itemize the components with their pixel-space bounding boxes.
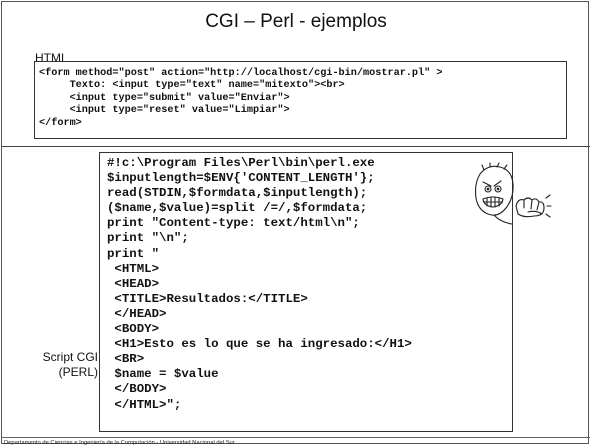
perl-code-line: <BODY> — [107, 322, 160, 337]
perl-code-line: ($name,$value)=split /=/,$formdata; — [107, 201, 368, 216]
html-code-block: <form method="post" action="http://local… — [34, 61, 567, 139]
perl-code-line: print "Content-type: text/html\n"; — [107, 216, 360, 231]
html-code-line: <input type="reset" value="Limpiar"> — [39, 105, 290, 117]
script-label-line: (PERL) — [58, 365, 98, 379]
perl-code-line: print "\n"; — [107, 231, 189, 246]
html-code-line: Texto: <input type="text" name="mitexto"… — [39, 80, 345, 92]
perl-code-block: #!c:\Program Files\Perl\bin\perl.exe $in… — [99, 152, 513, 432]
html-code-line: <input type="submit" value="Enviar"> — [39, 92, 290, 104]
perl-code-line: </HEAD> — [107, 306, 167, 321]
perl-code-line: <TITLE>Resultados:</TITLE> — [107, 291, 308, 306]
perl-code-line: $name = $value — [107, 367, 219, 382]
perl-code-line: <HTML> — [107, 261, 160, 276]
slide-title: CGI – Perl - ejemplos — [205, 11, 387, 32]
section-divider — [2, 146, 590, 147]
perl-code-line: $inputlength=$ENV{'CONTENT_LENGTH'}; — [107, 171, 375, 186]
script-cgi-label: Script CGI (PERL) — [38, 350, 98, 380]
perl-code-line: print " — [107, 246, 160, 261]
rage-face-icon — [466, 162, 552, 230]
perl-code-line: read(STDIN,$formdata,$inputlength); — [107, 186, 368, 201]
footer-divider — [2, 437, 590, 438]
script-label-line: Script CGI — [42, 350, 98, 364]
perl-code-line: </HTML>"; — [107, 397, 182, 412]
perl-code-line: <HEAD> — [107, 276, 160, 291]
perl-code-line: </BODY> — [107, 382, 167, 397]
html-code-line: <form method="post" action="http://local… — [39, 68, 443, 79]
perl-code-line: <BR> — [107, 352, 145, 367]
html-code-line: </form> — [39, 117, 82, 129]
perl-code-line: <H1>Esto es lo que se ha ingresado:</H1> — [107, 337, 412, 352]
perl-code-line: #!c:\Program Files\Perl\bin\perl.exe — [107, 156, 375, 170]
footer-text: Departamento de Ciencias e Ingeniería de… — [4, 440, 235, 446]
